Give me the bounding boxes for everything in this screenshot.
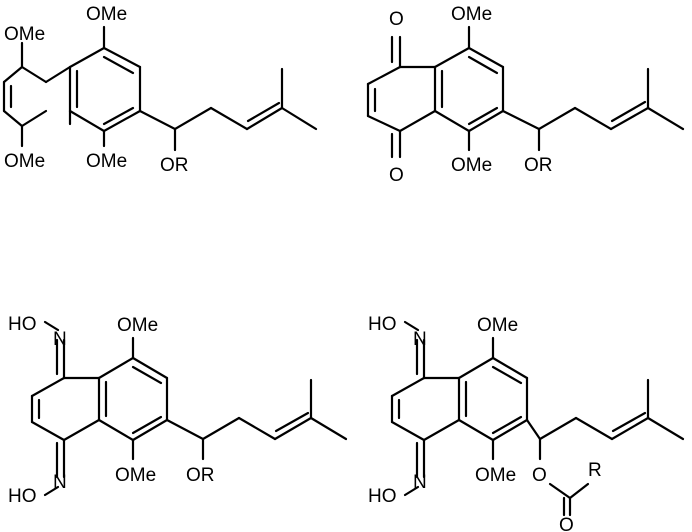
structure-1-bonds xyxy=(2,25,318,152)
s3-ho-bottom: HO xyxy=(8,486,37,507)
s4-o-ester: O xyxy=(532,465,547,486)
s3-n-top: N xyxy=(53,329,67,350)
s3-n-bottom: N xyxy=(53,472,67,493)
structure-2: O OMe O OMe OR xyxy=(366,4,685,186)
s3-or: OR xyxy=(186,465,215,486)
s4-n-top: N xyxy=(413,329,427,350)
s4-n-bottom: N xyxy=(413,472,427,493)
structure-1: OMe OMe OMe OMe OR xyxy=(2,4,318,176)
s4-o-carbonyl: O xyxy=(559,515,574,532)
s2-ome-top: OMe xyxy=(451,4,492,25)
structure-2-bonds xyxy=(366,25,685,159)
structure-4-bonds xyxy=(390,320,685,517)
s1-ome-top-right: OMe xyxy=(86,4,127,25)
s3-ome-top: OMe xyxy=(117,315,158,336)
s2-or: OR xyxy=(524,155,553,176)
s4-r: R xyxy=(588,460,602,481)
s4-ome-top: OMe xyxy=(477,315,518,336)
s1-ome-top-left: OMe xyxy=(4,24,45,45)
structure-3: HO N OMe N HO OMe OR xyxy=(8,314,348,507)
structure-4: HO N OMe N HO OMe O R O xyxy=(368,314,685,532)
s2-ome-bottom: OMe xyxy=(451,155,492,176)
s1-or: OR xyxy=(160,155,189,176)
s4-ome-bottom: OMe xyxy=(475,465,516,486)
s2-o-bottom: O xyxy=(389,165,404,186)
s2-o-top: O xyxy=(389,9,404,30)
s1-ome-bottom-left: OMe xyxy=(4,151,45,172)
structure-3-bonds xyxy=(30,320,348,497)
s4-ho-bottom: HO xyxy=(368,486,397,507)
s3-ome-bottom: OMe xyxy=(115,465,156,486)
s4-ho-top: HO xyxy=(368,314,397,335)
s3-ho-top: HO xyxy=(8,314,37,335)
s1-ome-bottom-right: OMe xyxy=(86,151,127,172)
